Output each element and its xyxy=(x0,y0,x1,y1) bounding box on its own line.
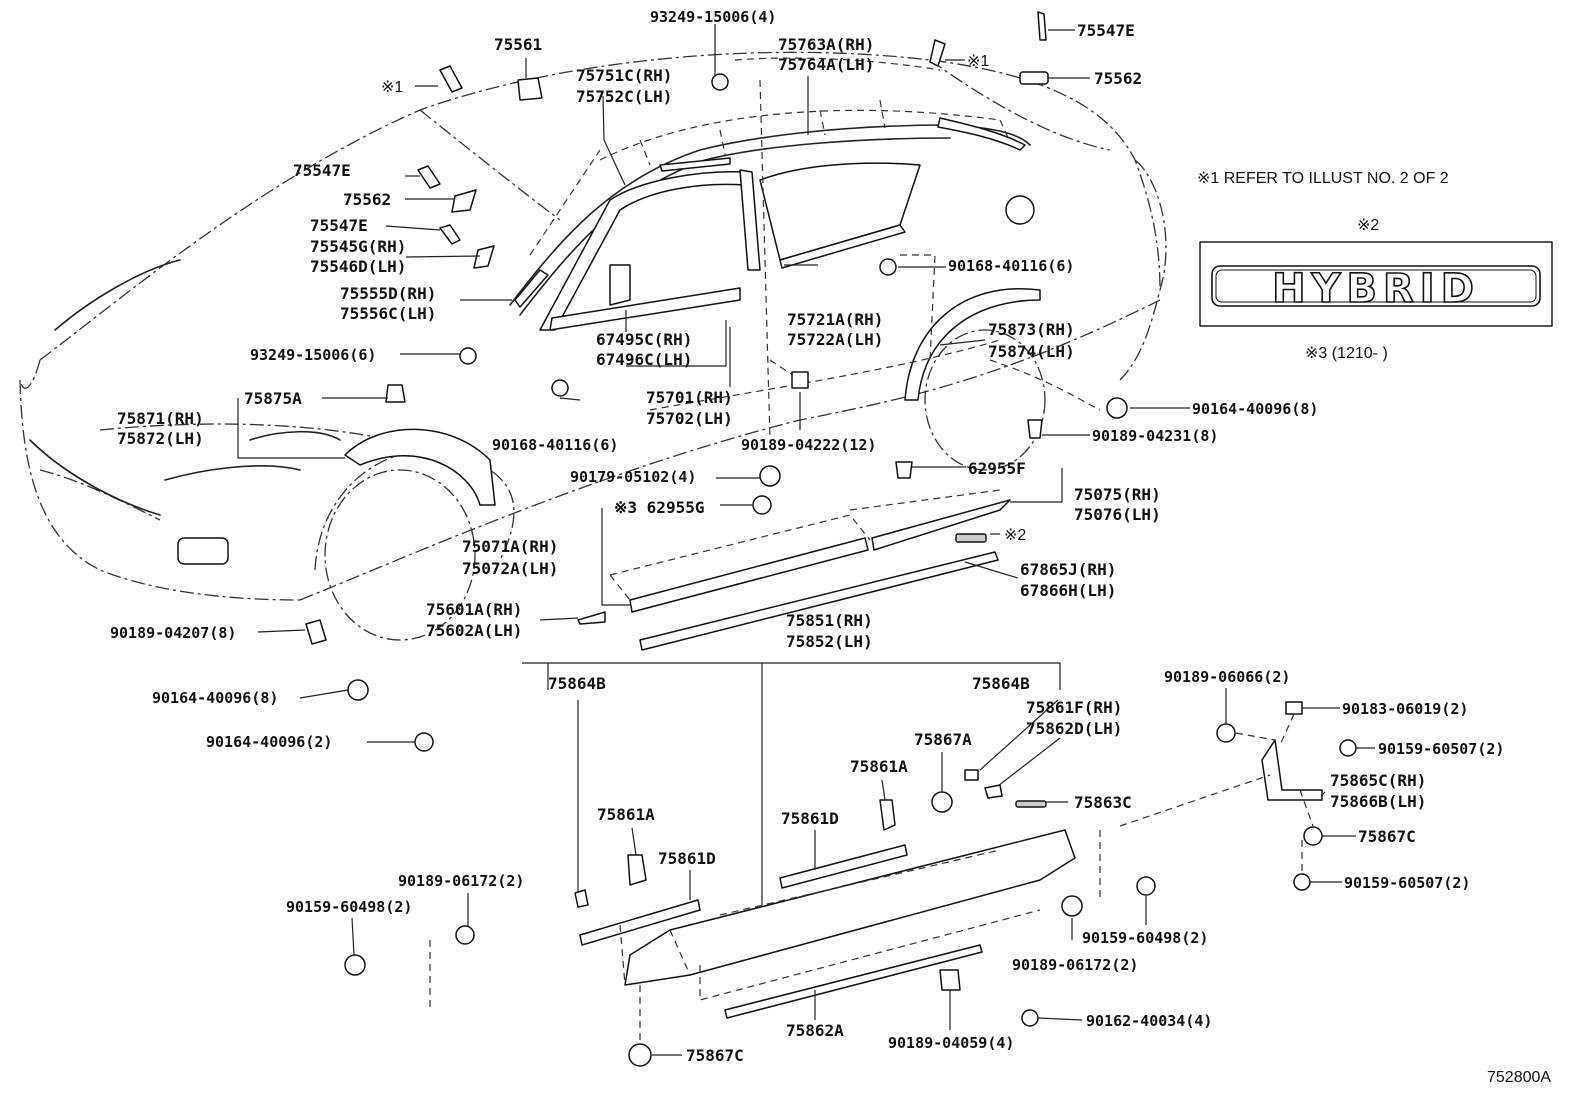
part-label: 75864B xyxy=(972,674,1030,693)
part-label: 90189-04231(8) xyxy=(1092,427,1218,445)
hybrid-badge-panel: HYBRID xyxy=(1199,241,1553,327)
part-label: 75701(RH) xyxy=(646,388,733,407)
hybrid-badge-text: HYBRID xyxy=(1272,266,1480,312)
part-label: 75722A(LH) xyxy=(787,330,883,349)
part-label: 93249-15006(6) xyxy=(250,346,376,364)
part-label: 67865J(RH) xyxy=(1020,560,1116,579)
part-label: 90179-05102(4) xyxy=(570,468,696,486)
part-label: 75872(LH) xyxy=(117,429,204,448)
part-label: 75873(RH) xyxy=(988,320,1075,339)
part-label: 90168-40116(6) xyxy=(492,436,618,454)
leader-lines xyxy=(237,24,1375,1056)
part-label: 75861D xyxy=(781,809,839,828)
part-label: 67866H(LH) xyxy=(1020,581,1116,600)
part-label: 75861D xyxy=(658,849,716,868)
part-label: 90189-04059(4) xyxy=(888,1034,1014,1052)
part-label: 90189-04222(12) xyxy=(741,436,876,454)
part-label: 75867C xyxy=(686,1046,744,1065)
part-label: 75852(LH) xyxy=(786,632,873,651)
rocker-panel-assembly xyxy=(344,769,1156,1067)
part-label: 75863C xyxy=(1074,793,1132,812)
part-label: 75702(LH) xyxy=(646,409,733,428)
part-label: 90164-40096(2) xyxy=(206,733,332,751)
part-label: 75861F(RH) xyxy=(1026,698,1122,717)
refer-note: ※1 REFER TO ILLUST NO. 2 OF 2 xyxy=(1197,170,1449,187)
part-label: 90159-60507(2) xyxy=(1344,874,1470,892)
part-label: 90189-06172(2) xyxy=(398,872,524,890)
front-end-sketch xyxy=(29,259,341,565)
mid-fasteners xyxy=(305,397,1128,752)
mark2-note: ※2 xyxy=(1357,217,1379,234)
rocker-mouldings xyxy=(577,489,1011,651)
part-label: 75867A xyxy=(914,730,972,749)
part-label: 75851(RH) xyxy=(786,611,873,630)
part-label: 75556C(LH) xyxy=(340,304,436,323)
part-label: 62955F xyxy=(968,459,1026,478)
part-label: 75763A(RH) xyxy=(778,35,874,54)
part-label: 75867C xyxy=(1358,827,1416,846)
part-label: 90189-04207(8) xyxy=(110,624,236,642)
part-label: 75865C(RH) xyxy=(1330,771,1426,790)
part-label: 90183-06019(2) xyxy=(1342,700,1468,718)
part-label: 75875A xyxy=(244,389,302,408)
part-label: 90159-60507(2) xyxy=(1378,740,1504,758)
part-label: 75602A(LH) xyxy=(426,621,522,640)
part-label: 75764A(LH) xyxy=(778,55,874,74)
part-label: 75861A xyxy=(850,757,908,776)
part-label: 75561 xyxy=(494,35,542,54)
part-label: 93249-15006(4) xyxy=(650,8,776,26)
part-label: 75871(RH) xyxy=(117,409,204,428)
part-label: 90164-40096(8) xyxy=(152,689,278,707)
part-label: 75547E xyxy=(310,216,368,235)
part-label: 75562 xyxy=(1094,69,1142,88)
part-label: 75072A(LH) xyxy=(462,559,558,578)
part-label: 67496C(LH) xyxy=(596,350,692,369)
car-body-outline xyxy=(19,51,1167,601)
part-label: ※1 xyxy=(381,79,403,96)
part-label: 90164-40096(8) xyxy=(1192,400,1318,418)
part-label: 67495C(RH) xyxy=(596,330,692,349)
rear-bracket xyxy=(1119,701,1357,891)
mark3-note: ※3 (1210- ) xyxy=(1305,345,1388,362)
part-label: 90159-60498(2) xyxy=(286,898,412,916)
front-wheel xyxy=(314,428,515,641)
figure-id: 752800A xyxy=(1487,1069,1551,1086)
part-label: 75751C(RH) xyxy=(576,66,672,85)
part-labels: 75561 93249-15006(4) 75763A(RH) 75764A(L… xyxy=(110,8,1504,1065)
part-label: 75862A xyxy=(786,1021,844,1040)
part-label: 75545G(RH) xyxy=(310,237,406,256)
part-label: 75721A(RH) xyxy=(787,310,883,329)
part-label: 90189-06066(2) xyxy=(1164,668,1290,686)
part-label: 90162-40034(4) xyxy=(1086,1012,1212,1030)
rear-wheel xyxy=(904,195,1046,471)
part-label: 75546D(LH) xyxy=(310,257,406,276)
part-label: 75864B xyxy=(548,674,606,693)
part-label: 75866B(LH) xyxy=(1330,792,1426,811)
part-label: 90189-06172(2) xyxy=(1012,956,1138,974)
part-label: 75547E xyxy=(1077,21,1135,40)
part-label: 75861A xyxy=(597,805,655,824)
part-label: 75874(LH) xyxy=(988,342,1075,361)
part-label: 90159-60498(2) xyxy=(1082,929,1208,947)
part-label: ※2 xyxy=(1004,527,1026,544)
part-label: 75752C(LH) xyxy=(576,87,672,106)
part-label: ※1 xyxy=(967,53,989,70)
part-label: 75562 xyxy=(343,190,391,209)
guide-lines xyxy=(529,57,1101,441)
part-label: 75071A(RH) xyxy=(462,537,558,556)
part-label: 75075(RH) xyxy=(1074,485,1161,504)
part-label: 90168-40116(6) xyxy=(948,257,1074,275)
part-label: 75862D(LH) xyxy=(1026,719,1122,738)
part-label: 75076(LH) xyxy=(1074,505,1161,524)
part-label: 75547E xyxy=(293,161,351,180)
window-frames xyxy=(509,117,1031,331)
part-label: ※3 62955G xyxy=(614,498,704,517)
part-label: 75555D(RH) xyxy=(340,284,436,303)
part-label: 75601A(RH) xyxy=(426,600,522,619)
